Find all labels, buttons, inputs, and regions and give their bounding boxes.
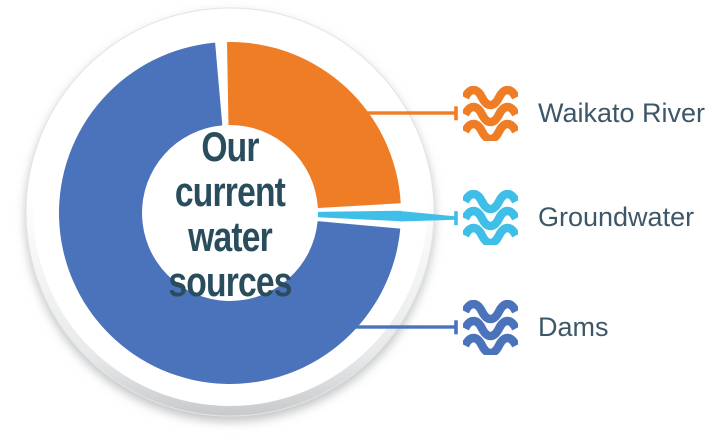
center-title-line: sources bbox=[168, 258, 292, 305]
water-waves-icon bbox=[463, 86, 518, 141]
donut-segment-groundwater bbox=[317, 210, 402, 222]
chart-center-title: Our current water sources bbox=[168, 123, 292, 305]
leader-groundwater bbox=[400, 211, 458, 226]
leader-endcap bbox=[454, 211, 458, 226]
center-title-line: water bbox=[188, 213, 273, 260]
legend-label: Groundwater bbox=[538, 202, 695, 232]
leader-line bbox=[400, 211, 456, 222]
donut-segment-waikato-river bbox=[227, 42, 401, 209]
legend-label: Dams bbox=[538, 312, 609, 342]
leader-endcap bbox=[454, 320, 458, 335]
leader-endcap bbox=[454, 106, 458, 121]
leader-dams bbox=[352, 320, 458, 335]
center-title-line: current bbox=[174, 168, 286, 215]
water-waves-icon bbox=[463, 190, 518, 245]
legend-item-waikato-river: Waikato River bbox=[463, 86, 705, 141]
legend-item-groundwater: Groundwater bbox=[463, 190, 694, 245]
legend-label: Waikato River bbox=[538, 98, 706, 128]
donut-segment-dams bbox=[59, 42, 401, 384]
legend: Waikato River Groundwater Dams bbox=[463, 0, 720, 443]
center-title-line: Our bbox=[201, 123, 259, 170]
leader-line bbox=[352, 111, 456, 115]
donut-segments bbox=[59, 42, 402, 384]
legend-item-dams: Dams bbox=[463, 300, 609, 355]
leader-waikato-river bbox=[352, 106, 458, 121]
leader-line bbox=[352, 325, 456, 329]
water-waves-icon bbox=[463, 300, 518, 355]
